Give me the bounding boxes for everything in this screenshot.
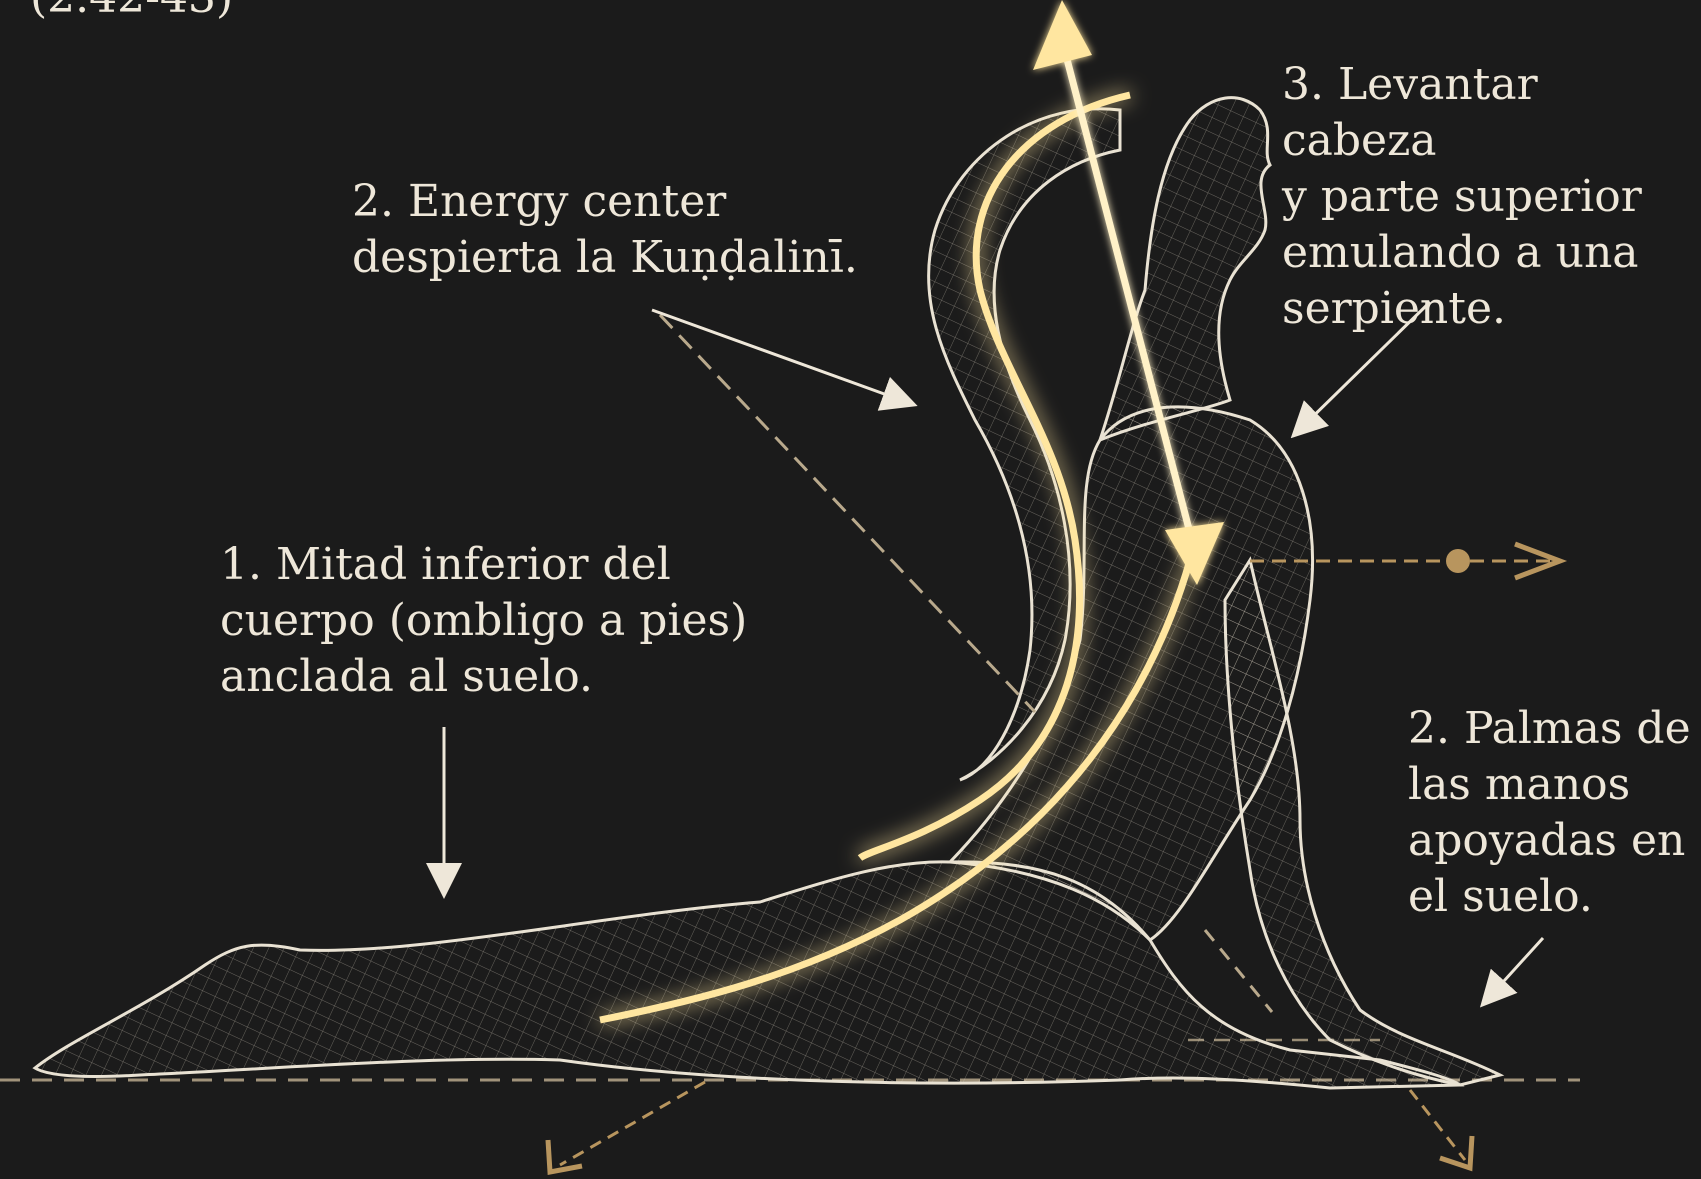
grounding-arrows (548, 1082, 1472, 1172)
head-silhouette (1100, 98, 1270, 440)
grounding-arrowhead-right (1440, 1136, 1472, 1168)
verse-reference: (2.42-43) (30, 0, 233, 26)
leg-silhouette (35, 862, 1460, 1088)
palms-label: 2. Palmas de las manos apoyadas en el su… (1408, 701, 1691, 925)
palm-guide-dashed (1205, 930, 1272, 1012)
lower-body-label: 1. Mitad inferior del cuerpo (ombligo a … (220, 537, 747, 705)
energy-center-label: 2. Energy center despierta la Kuṇḍalinī. (352, 174, 858, 286)
arrowhead-up (1033, 0, 1092, 70)
callout-arrow-palms (1484, 938, 1543, 1003)
head-raise-label: 3. Levantar cabeza y parte superior emul… (1282, 57, 1701, 337)
callout-arrow-energy (652, 310, 912, 404)
forward-direction-dot (1446, 549, 1470, 573)
